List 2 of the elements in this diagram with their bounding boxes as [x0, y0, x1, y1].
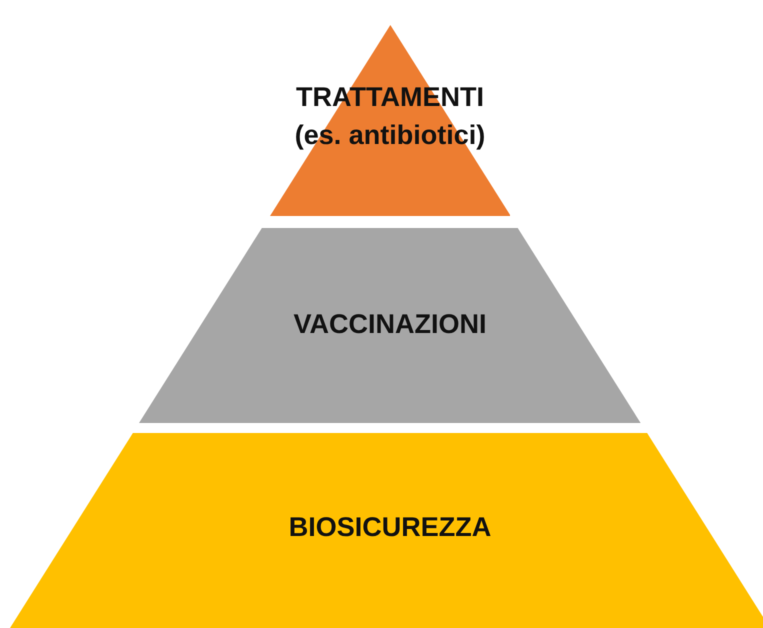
tier-label: BIOSICUREZZA [288, 511, 492, 544]
tier-label: VACCINAZIONI [292, 308, 488, 341]
